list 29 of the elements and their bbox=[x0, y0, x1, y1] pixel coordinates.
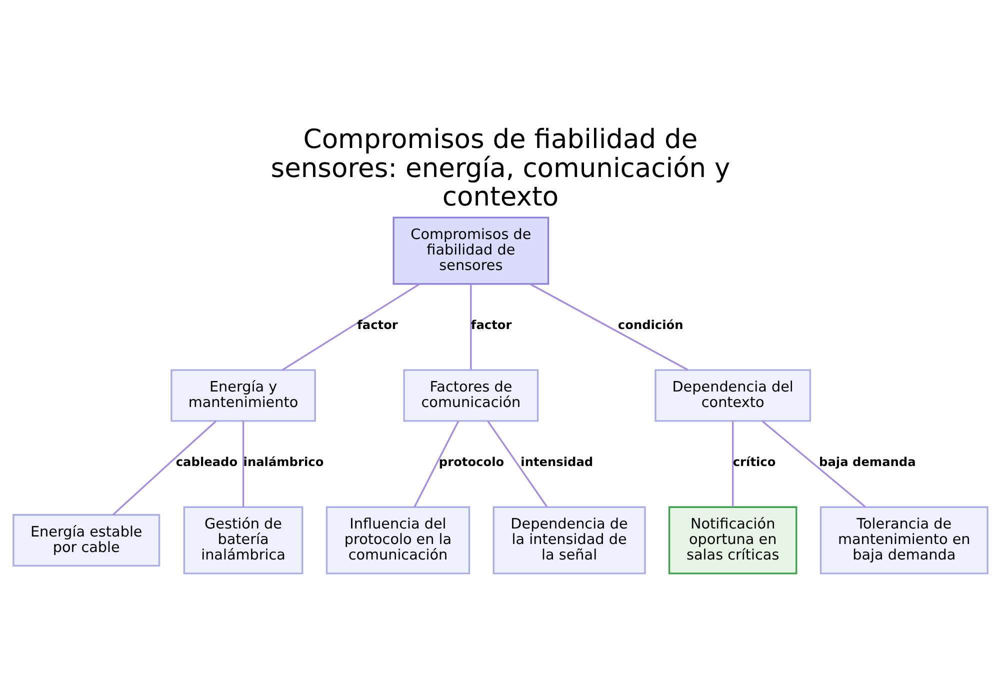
edge-label: protocolo bbox=[438, 455, 504, 470]
node-box: Dependencia de la intensidad de la señal bbox=[492, 506, 646, 574]
diagram-title: Compromisos de fiabilidad de sensores: energía, comunicación y contexto bbox=[270, 124, 730, 213]
edge-label: intensidad bbox=[520, 455, 593, 470]
connector bbox=[732, 421, 734, 507]
node-box: Notificación oportuna en salas críticas bbox=[668, 506, 797, 574]
edge-label: factor bbox=[356, 318, 398, 332]
node-box: Compromisos de fiabilidad de sensores bbox=[392, 216, 549, 285]
connector bbox=[470, 284, 472, 370]
node-box: Factores de comunicación bbox=[402, 369, 538, 422]
connector bbox=[281, 283, 420, 371]
node-box: Influencia del protocolo en la comunicación bbox=[325, 506, 470, 574]
connector bbox=[486, 420, 548, 508]
connector bbox=[761, 420, 866, 508]
node-box: Tolerancia de mantenimiento en baja demanda bbox=[819, 506, 988, 574]
connector bbox=[242, 421, 244, 507]
edge-label: baja demanda bbox=[818, 455, 916, 470]
edge-label: factor bbox=[470, 318, 512, 332]
node-box: Gestión de batería inalámbrica bbox=[182, 506, 303, 574]
edge-label: crítico bbox=[732, 455, 776, 470]
edge-label: cableado bbox=[175, 455, 238, 470]
connector bbox=[413, 420, 459, 508]
connector bbox=[529, 283, 688, 371]
edge-label: inalámbrico bbox=[242, 455, 324, 470]
edge-label: condición bbox=[617, 318, 683, 332]
connector bbox=[112, 420, 216, 516]
node-box: Dependencia del contexto bbox=[654, 369, 811, 422]
node-box: Energía y mantenimiento bbox=[170, 369, 316, 422]
node-box: Energía estable por cable bbox=[12, 514, 160, 567]
